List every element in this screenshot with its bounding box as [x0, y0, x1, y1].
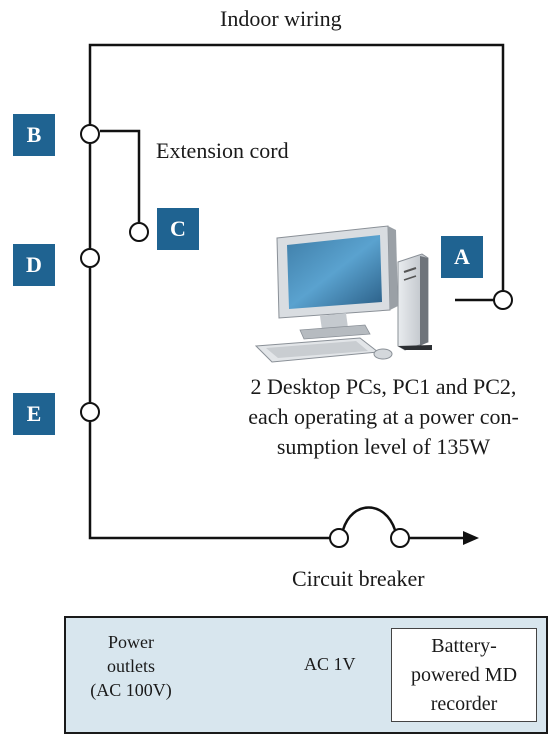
ac-output-label: AC 1V	[304, 654, 356, 674]
md-recorder-box: Battery- powered MD recorder	[391, 628, 537, 722]
outlet-d	[80, 248, 100, 268]
md-recorder-line: Battery-	[431, 634, 497, 657]
legend-box: Power outlets (AC 100V) AC 1V Battery- p…	[64, 616, 548, 734]
indoor-wiring-label: Indoor wiring	[220, 6, 342, 31]
md-recorder-line: powered MD	[410, 663, 518, 686]
outlet-b	[80, 124, 100, 144]
power-outlets-line: Power	[108, 632, 154, 652]
outlet-a	[493, 290, 513, 310]
power-outlets-line: outlets	[107, 656, 155, 676]
indoor-wiring-line	[88, 43, 505, 290]
circuit-breaker-label: Circuit breaker	[292, 566, 425, 591]
outlet-c	[129, 222, 149, 242]
power-outlets-label: Power outlets (AC 100V)	[72, 630, 190, 702]
power-outlets-line: (AC 100V)	[90, 680, 172, 700]
badge-c: C	[157, 208, 199, 250]
circuit-breaker-symbol	[329, 506, 479, 548]
pc-caption-line: sumption level of 135W	[276, 434, 491, 459]
pc-caption: 2 Desktop PCs, PC1 and PC2, each operati…	[214, 372, 553, 462]
badge-d: D	[13, 244, 55, 286]
md-recorder-line: recorder	[430, 692, 498, 715]
outlet-e	[80, 402, 100, 422]
extension-cord-line	[100, 129, 141, 222]
badge-e: E	[13, 393, 55, 435]
desktop-pc-icon	[254, 225, 432, 363]
badge-b: B	[13, 114, 55, 156]
extension-cord-label: Extension cord	[156, 138, 289, 163]
pc-caption-line: 2 Desktop PCs, PC1 and PC2,	[250, 374, 517, 399]
badge-a: A	[441, 236, 483, 278]
wire-segment-e-breaker	[88, 422, 330, 540]
pc-caption-line: each operating at a power con-	[248, 404, 519, 429]
